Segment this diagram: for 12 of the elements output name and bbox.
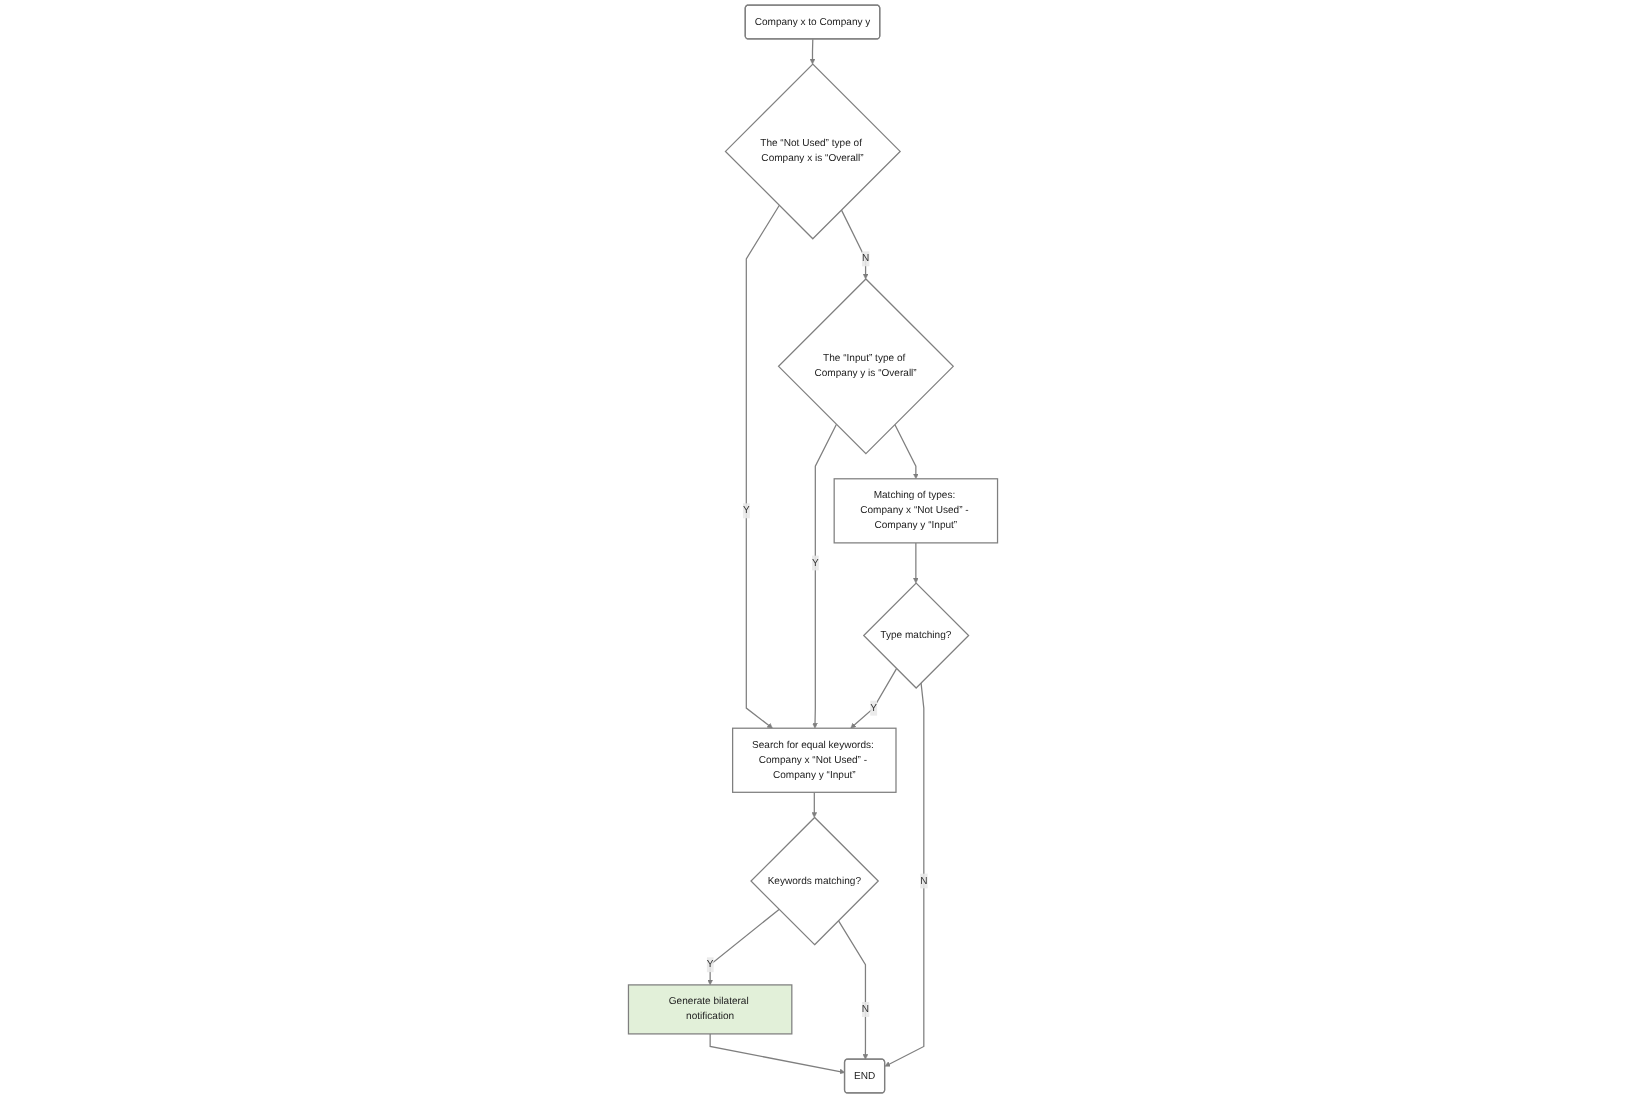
- arrow: [812, 423, 837, 729]
- arrow: [884, 682, 925, 1067]
- arrow: [913, 542, 919, 584]
- arrow: [837, 919, 869, 1060]
- arrow: [850, 668, 898, 729]
- arrow: [707, 908, 780, 986]
- arrow: [894, 423, 919, 480]
- arrow: [809, 38, 816, 65]
- arrow: [745, 204, 780, 729]
- arrow: [840, 209, 869, 280]
- arrow: [709, 1033, 846, 1075]
- arrow: [811, 791, 818, 818]
